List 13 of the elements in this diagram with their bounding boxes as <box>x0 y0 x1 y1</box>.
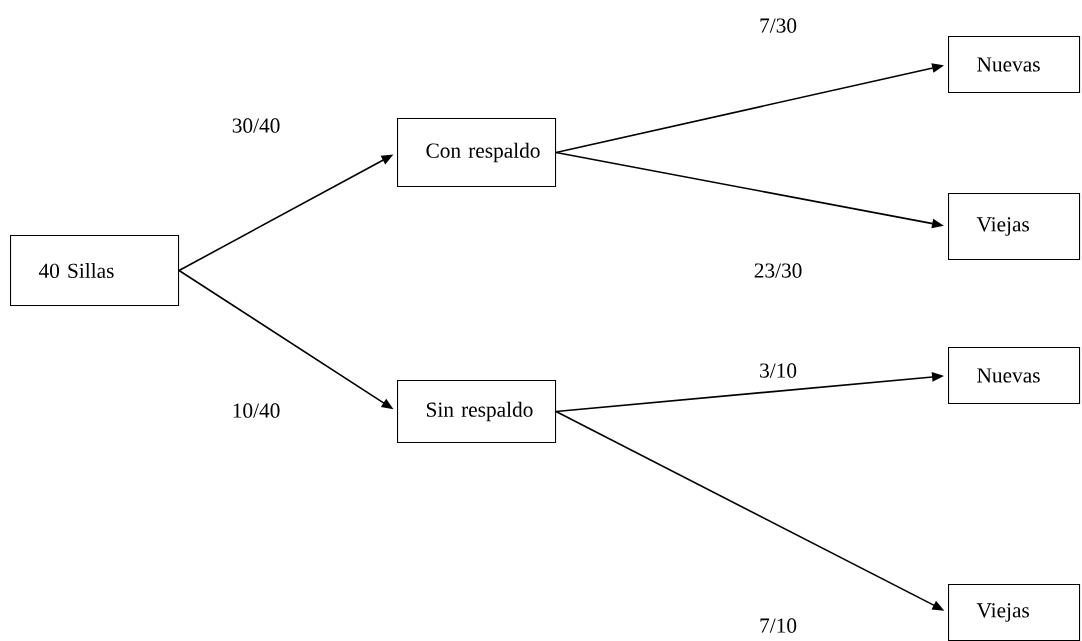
node-box: Nuevas <box>948 36 1081 94</box>
edge-label: 7/10 <box>760 618 797 633</box>
node-box: Viejas <box>948 584 1081 641</box>
edge-label: 23/30 <box>754 263 802 278</box>
edge-label: 10/40 <box>233 403 280 418</box>
node-box: Viejas <box>948 193 1081 261</box>
edge-label: 3/10 <box>760 363 797 378</box>
node-box: 40 Sillas <box>10 235 180 307</box>
node-box: Sin respaldo <box>397 380 557 444</box>
node-box: Con respaldo <box>397 118 557 188</box>
edge-label: 7/30 <box>760 18 797 33</box>
node-box: Nuevas <box>948 347 1081 405</box>
edge-label: 30/40 <box>232 118 280 133</box>
